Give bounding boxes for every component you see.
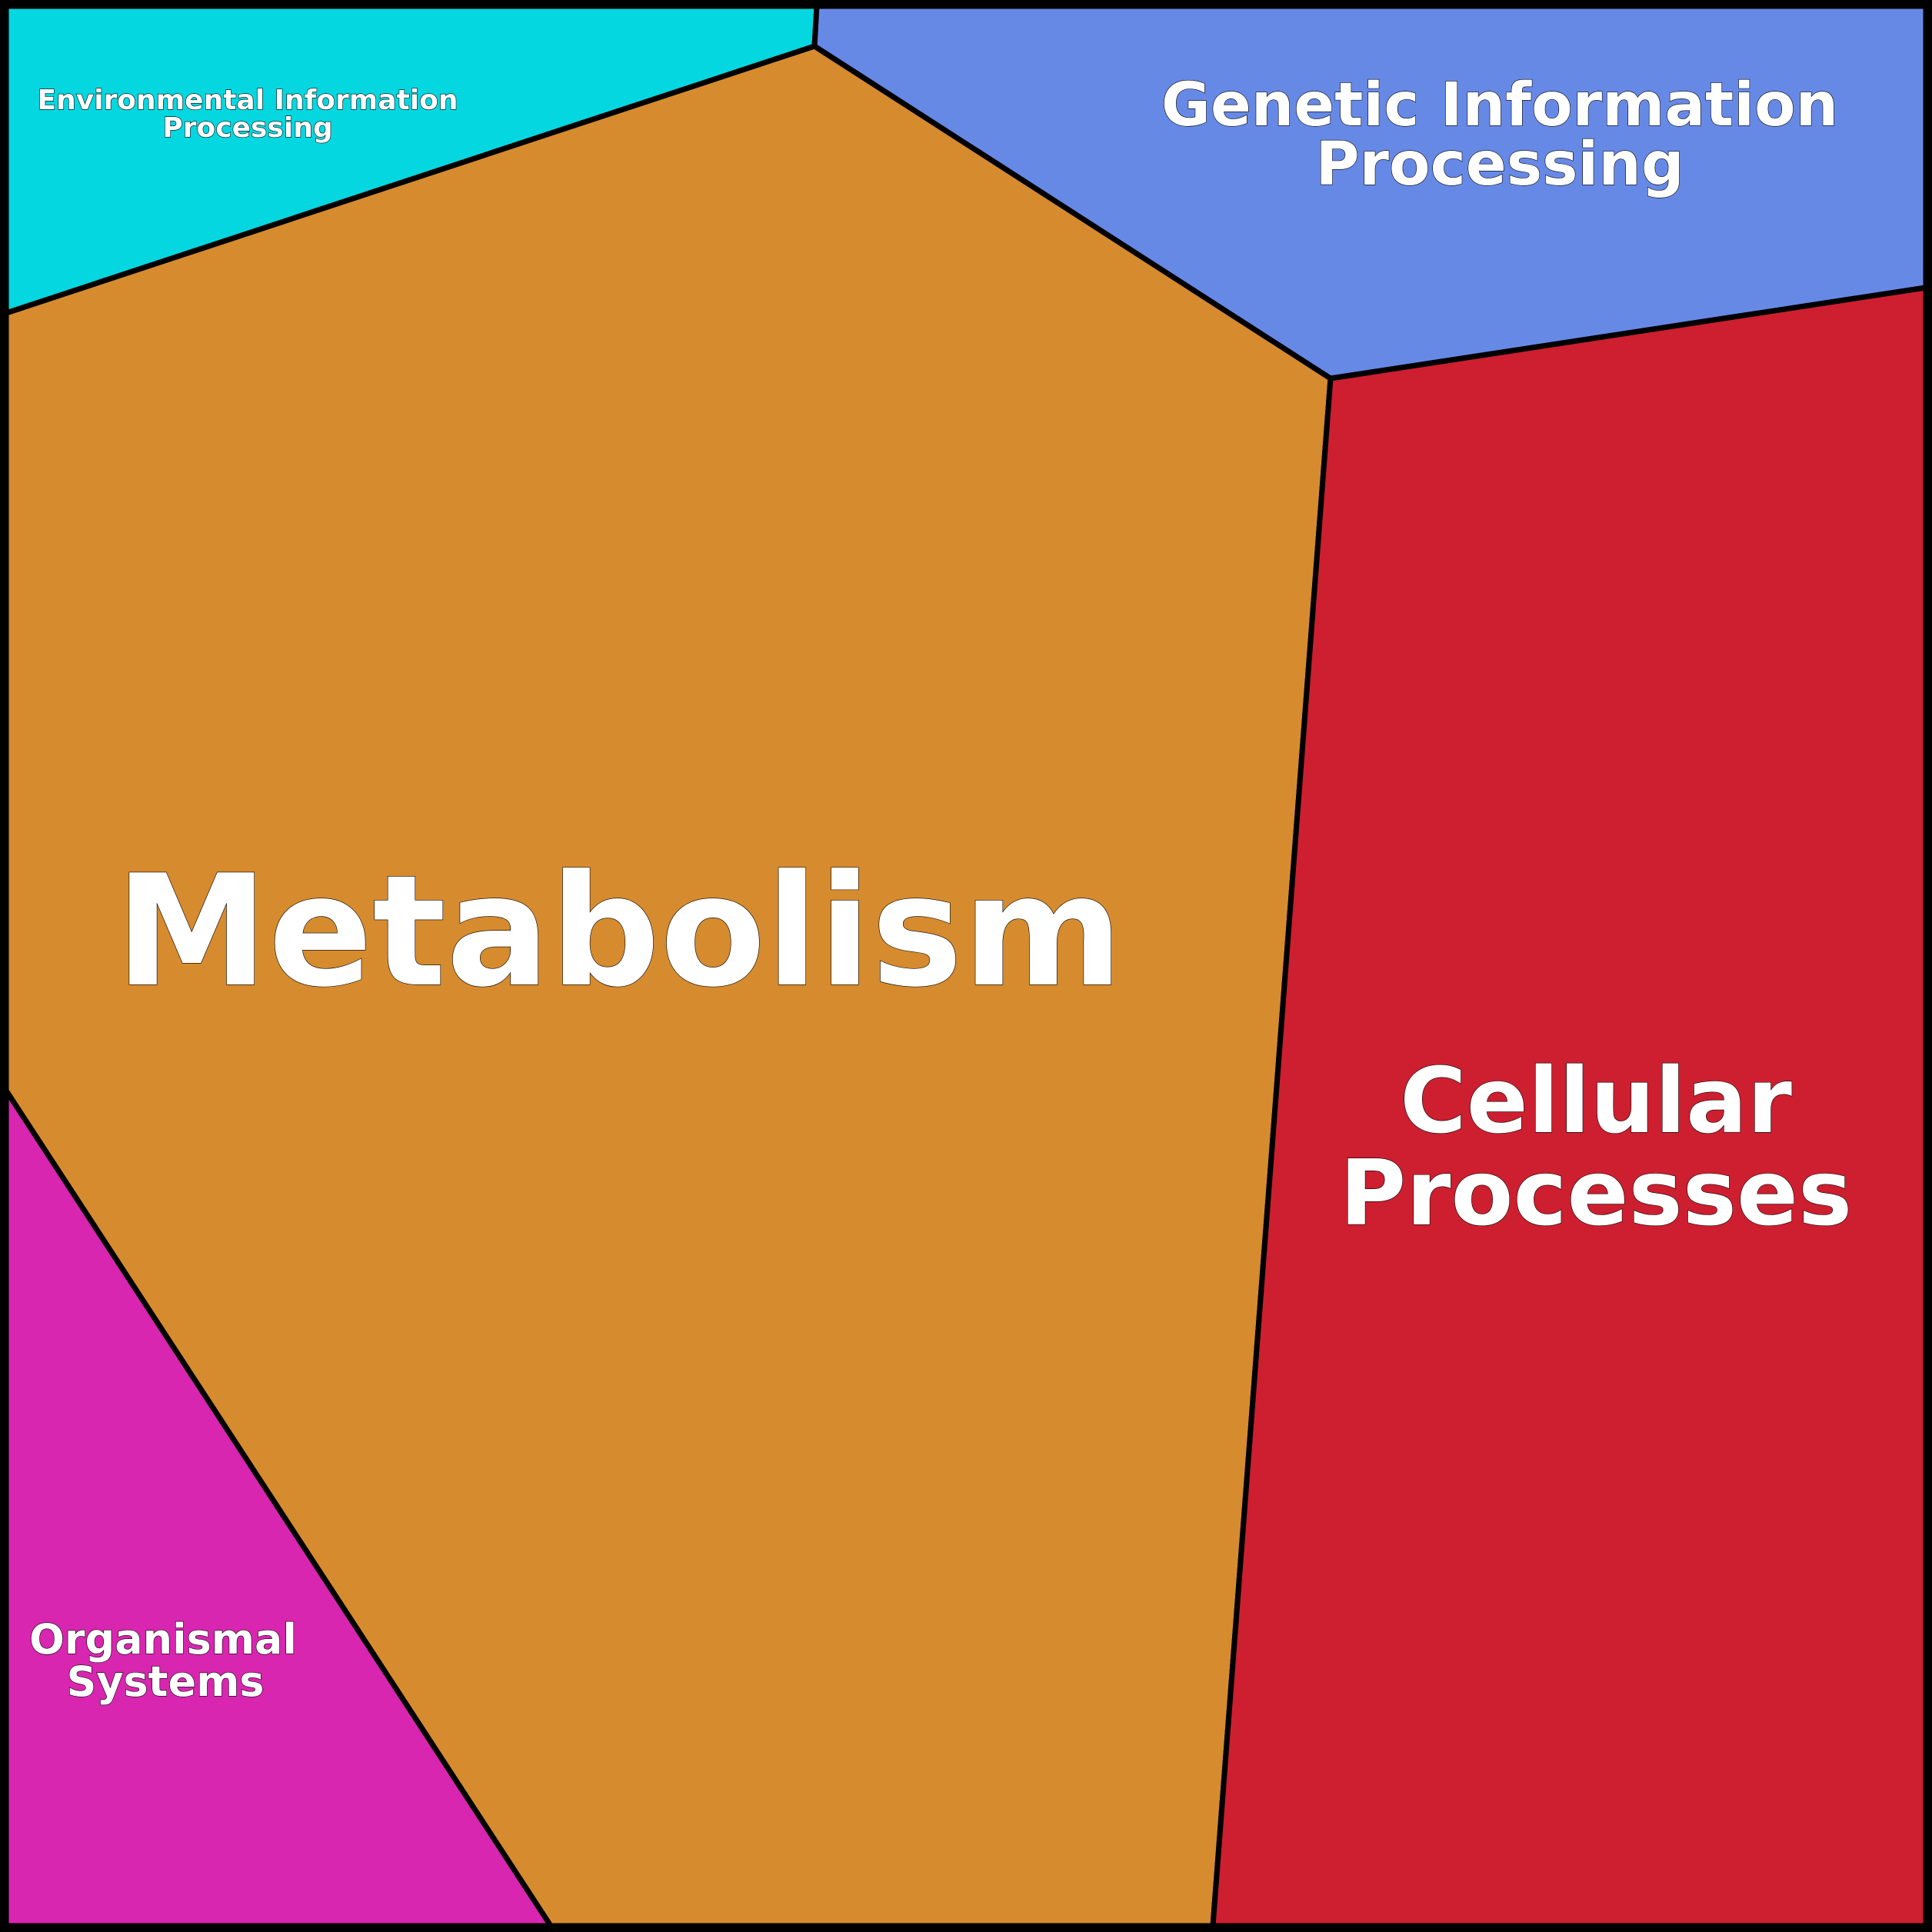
- label-genetic-line-1: Genetic Information: [1161, 71, 1838, 140]
- label-cellular-line-2: Processes: [1340, 1140, 1852, 1246]
- label-genetic: Genetic Information Processing: [1161, 70, 1839, 199]
- label-organismal: Organismal Systems: [28, 1614, 297, 1706]
- label-organismal-line-2: Systems: [66, 1657, 264, 1706]
- label-cellular-line-1: Cellular: [1400, 1048, 1792, 1154]
- label-genetic-line-2: Processing: [1315, 130, 1684, 199]
- label-cellular: Cellular Processes: [1339, 1047, 1853, 1246]
- label-metabolism: Metabolism: [115, 841, 1124, 1021]
- label-organismal-line-1: Organismal: [29, 1615, 297, 1664]
- label-metabolism-line: Metabolism: [115, 842, 1123, 1021]
- label-environmental: Environmental Information Processing: [37, 84, 458, 144]
- label-environmental-line-1: Environmental Information: [38, 85, 458, 116]
- label-environmental-line-2: Processing: [162, 112, 332, 144]
